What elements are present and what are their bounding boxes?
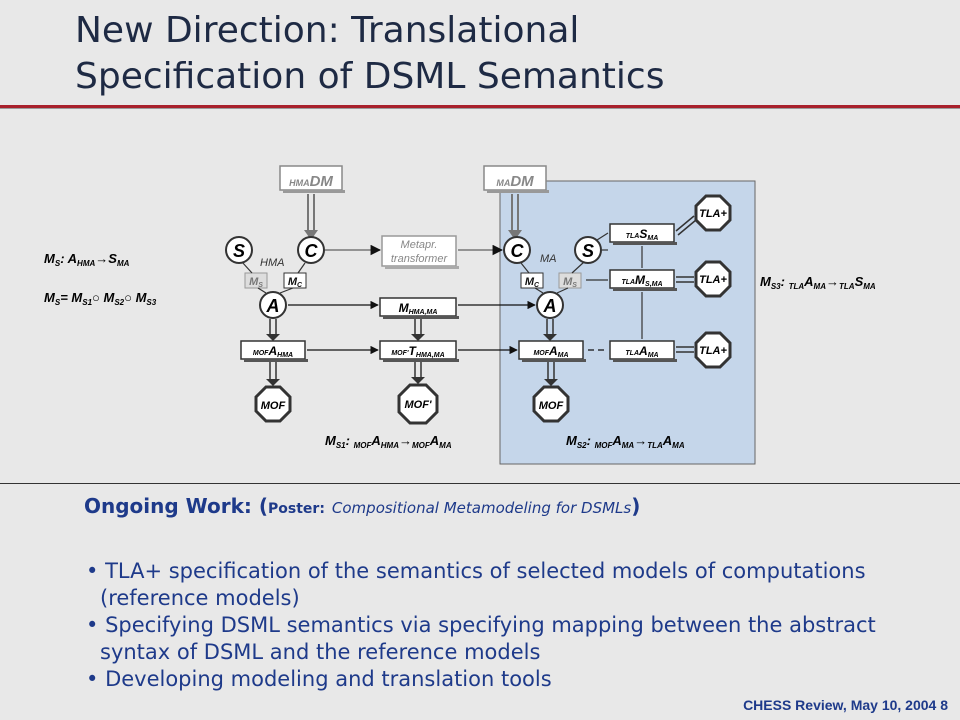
ongoing-work-list: TLA+ specification of the semantics of s… xyxy=(84,558,944,693)
ma-label: MA xyxy=(540,253,557,265)
title-rule xyxy=(0,105,960,109)
slide-footer: CHESS Review, May 10, 2004 8 xyxy=(743,697,948,713)
a-to-mof-a-ma-arrow xyxy=(543,319,557,341)
ongoing-heading-text: Ongoing Work: ( xyxy=(84,494,269,518)
list-item: Specifying DSML semantics via specifying… xyxy=(84,612,944,666)
ongoing-heading-close: ) xyxy=(631,494,641,518)
mofp-t-hma-ma-box: MOF'THMA,MA xyxy=(379,340,459,362)
list-item: TLA+ specification of the semantics of s… xyxy=(84,558,944,612)
svg-text:TLA+: TLA+ xyxy=(699,345,727,357)
mc-box-ma: MC xyxy=(520,272,544,289)
svg-text:MC: MC xyxy=(288,276,303,289)
hma-dm-main: DM xyxy=(310,173,334,190)
eq-ms1: MS1: MOFAHMA→MOFAMA xyxy=(325,433,452,450)
t-to-mofp-arrow xyxy=(411,362,425,384)
eq-ms-definition: MS: AHMA→SMA xyxy=(44,251,130,268)
title-rule-shadow xyxy=(0,108,960,109)
tla-plus-octagon-1: TLA+ xyxy=(694,194,732,232)
tla-to-tla-plus-arrows xyxy=(675,215,697,353)
s-node-ma: S xyxy=(574,236,602,264)
hma-label: HMA xyxy=(260,257,284,269)
a-node-hma: A xyxy=(259,291,287,319)
svg-text:S: S xyxy=(582,241,594,261)
svg-text:MOFAMA: MOFAMA xyxy=(533,344,568,359)
section-divider xyxy=(0,483,960,484)
mof-a-ma-to-mof-arrow xyxy=(544,362,558,386)
semantics-diagram: HMADM MADM S C HMA C S MA MS xyxy=(44,165,876,465)
svg-text:A: A xyxy=(543,296,557,316)
tla-plus-octagon-3: TLA+ xyxy=(694,331,732,369)
tla-m-s-ma-box: TLAMS,MA xyxy=(609,269,677,291)
svg-text:TLAAMA: TLAAMA xyxy=(625,344,658,359)
s-node-hma: S xyxy=(225,236,253,264)
svg-text:Metapr.: Metapr. xyxy=(401,239,438,251)
m-hma-ma-box: MHMA,MA xyxy=(379,297,459,319)
title-line-2: Specification of DSML Semantics xyxy=(75,56,665,97)
svg-text:MS: MS xyxy=(249,276,263,289)
poster-title: Compositional Metamodeling for DSMLs xyxy=(331,499,632,517)
page-title: New Direction: Translational Specificati… xyxy=(75,8,935,100)
eq-ms-composition: MS= MS1○ MS2○ MS3 xyxy=(44,290,157,307)
hma-dm-sub: HMA xyxy=(289,178,310,188)
mof-octagon-hma: MOF xyxy=(254,385,292,423)
ma-node-connectors xyxy=(520,261,585,294)
svg-text:MOF': MOF' xyxy=(404,399,431,411)
tla-a-ma-box: TLAAMA xyxy=(609,340,677,362)
ms-box-ma: MS xyxy=(558,272,582,289)
svg-text:TLASMA: TLASMA xyxy=(626,227,659,242)
svg-text:MOF: MOF xyxy=(261,400,286,412)
svg-text:MOF'THMA,MA: MOF'THMA,MA xyxy=(391,344,444,359)
hma-node-connectors xyxy=(241,261,306,294)
c-node-ma: C xyxy=(503,236,531,264)
c-node-hma: C xyxy=(297,236,325,264)
svg-text:HMADM: HMADM xyxy=(289,173,333,190)
list-item: Developing modeling and translation tool… xyxy=(84,666,944,693)
svg-text:MC: MC xyxy=(525,276,540,289)
svg-text:MHMA,MA: MHMA,MA xyxy=(399,301,438,316)
mc-box-hma: MC xyxy=(283,272,307,289)
dm-to-c-arrow-hma xyxy=(304,194,318,240)
eq-ms3: MS3: TLAAMA→TLASMA xyxy=(760,274,876,291)
hma-dm-box: HMADM xyxy=(279,165,345,193)
ma-dm-box: MADM xyxy=(483,165,549,193)
svg-text:C: C xyxy=(305,241,319,261)
poster-label: Poster: xyxy=(268,501,325,517)
a-node-ma: A xyxy=(536,291,564,319)
svg-text:transformer: transformer xyxy=(391,253,449,265)
svg-text:C: C xyxy=(511,241,525,261)
svg-text:MOF: MOF xyxy=(539,400,564,412)
svg-text:MADM: MADM xyxy=(496,173,534,190)
svg-text:MOFAHMA: MOFAHMA xyxy=(253,344,293,359)
mapping-to-mofp-t-arrow xyxy=(411,319,425,341)
svg-text:TLA+: TLA+ xyxy=(699,274,727,286)
metaprogram-transformer-box: Metapr. transformer xyxy=(381,235,459,269)
mofp-octagon: MOF' xyxy=(397,383,439,425)
ongoing-work-heading: Ongoing Work: (Poster: Compositional Met… xyxy=(84,494,640,518)
svg-text:TLA+: TLA+ xyxy=(699,208,727,220)
mof-a-hma-to-mof-arrow xyxy=(266,362,280,386)
eq-ms2: MS2: MOFAMA→TLAAMA xyxy=(566,433,685,450)
ma-dm-main: DM xyxy=(510,173,534,190)
mof-a-hma-box: MOFAHMA xyxy=(240,340,308,362)
ms-box-hma: MS xyxy=(244,272,268,289)
mof-a-ma-box: MOFAMA xyxy=(518,340,586,362)
dm-to-c-arrow-ma xyxy=(508,194,522,240)
svg-text:S: S xyxy=(233,241,245,261)
a-to-mof-a-hma-arrow xyxy=(266,319,280,341)
title-line-1: New Direction: Translational xyxy=(75,10,580,51)
mof-octagon-ma: MOF xyxy=(532,385,570,423)
svg-text:A: A xyxy=(266,296,280,316)
ma-dm-sub: MA xyxy=(496,178,510,188)
tla-s-ma-box: TLASMA xyxy=(609,223,677,245)
tla-plus-octagon-2: TLA+ xyxy=(694,260,732,298)
ma-panel-connectors xyxy=(586,232,643,339)
svg-text:MS: MS xyxy=(563,276,577,289)
svg-text:TLAMS,MA: TLAMS,MA xyxy=(621,273,662,288)
